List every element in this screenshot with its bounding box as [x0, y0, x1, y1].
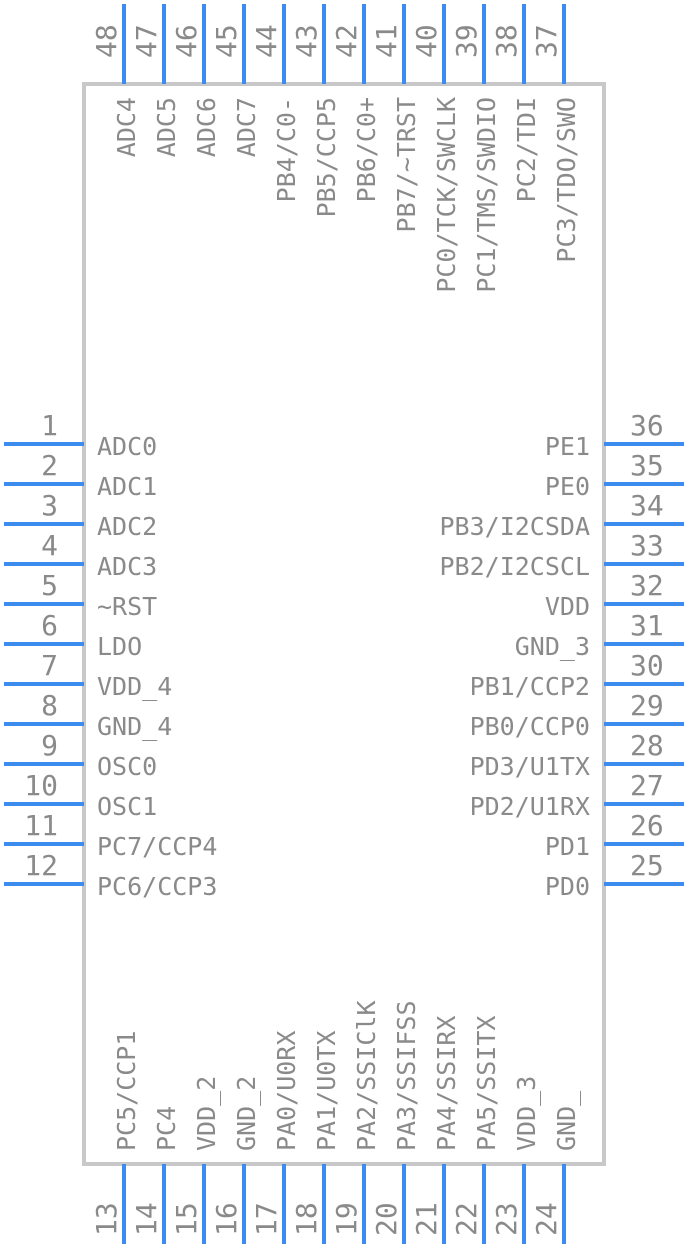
pin-number-8: 8 [41, 689, 58, 722]
pin-label-17: PA0/U0RX [272, 1031, 301, 1151]
pin-number-35: 35 [630, 449, 664, 482]
pin-label-9: OSC0 [97, 752, 157, 781]
pin-label-41: PB7/~TRST [392, 97, 421, 232]
pin-label-7: VDD_4 [97, 672, 172, 701]
pin-label-27: PD2/U1RX [470, 792, 590, 821]
pin-label-3: ADC2 [97, 512, 157, 541]
pin-label-6: LDO [97, 632, 142, 661]
pin-number-38: 38 [490, 24, 523, 58]
pin-number-10: 10 [24, 769, 58, 802]
pin-label-31: GND_3 [515, 632, 590, 661]
pin-label-25: PD0 [545, 872, 590, 901]
pin-label-12: PC6/CCP3 [97, 872, 217, 901]
pin-number-15: 15 [170, 1202, 203, 1236]
pin-label-30: PB1/CCP2 [470, 672, 590, 701]
pin-number-3: 3 [41, 489, 58, 522]
pin-number-14: 14 [130, 1202, 163, 1236]
pin-number-20: 20 [370, 1202, 403, 1236]
pin-number-6: 6 [41, 609, 58, 642]
pin-label-15: VDD_2 [192, 1076, 221, 1151]
pin-label-28: PD3/U1TX [470, 752, 590, 781]
pin-number-7: 7 [41, 649, 58, 682]
pin-label-18: PA1/U0TX [312, 1031, 341, 1151]
pin-number-24: 24 [530, 1202, 563, 1236]
pin-label-2: ADC1 [97, 472, 157, 501]
pin-number-17: 17 [250, 1202, 283, 1236]
pin-label-22: PA5/SSITX [472, 1016, 501, 1151]
pin-label-8: GND_4 [97, 712, 172, 741]
pin-number-44: 44 [250, 24, 283, 58]
pin-label-35: PE0 [545, 472, 590, 501]
pin-number-34: 34 [630, 489, 664, 522]
pin-number-32: 32 [630, 569, 664, 602]
pin-number-23: 23 [490, 1202, 523, 1236]
chip-body [82, 82, 606, 1166]
pin-label-19: PA2/SSIClK [352, 1000, 381, 1151]
pin-number-16: 16 [210, 1202, 243, 1236]
pin-number-39: 39 [450, 24, 483, 58]
pin-number-41: 41 [370, 24, 403, 58]
pin-number-18: 18 [290, 1202, 323, 1236]
pin-label-39: PC1/TMS/SWDIO [472, 97, 501, 293]
pin-number-36: 36 [630, 409, 664, 442]
pin-label-34: PB3/I2CSDA [439, 512, 590, 541]
pin-number-21: 21 [410, 1202, 443, 1236]
pin-label-20: PA3/SSIFSS [392, 1000, 421, 1151]
pin-number-42: 42 [330, 24, 363, 58]
pin-number-13: 13 [90, 1202, 123, 1236]
pin-label-24: GND_ [552, 1090, 581, 1151]
pin-number-2: 2 [41, 449, 58, 482]
pin-number-12: 12 [24, 849, 58, 882]
pin-number-27: 27 [630, 769, 664, 802]
pin-label-44: PB4/C0- [272, 97, 301, 202]
pin-label-43: PB5/CCP5 [312, 97, 341, 217]
pin-number-33: 33 [630, 529, 664, 562]
pin-number-37: 37 [530, 24, 563, 58]
pin-label-16: GND_2 [232, 1076, 261, 1151]
pin-label-38: PC2/TDI [512, 97, 541, 202]
pin-label-21: PA4/SSIRX [432, 1016, 461, 1151]
pin-number-46: 46 [170, 24, 203, 58]
pin-label-48: ADC4 [112, 97, 141, 157]
pin-label-1: ADC0 [97, 432, 157, 461]
pin-number-30: 30 [630, 649, 664, 682]
pin-label-5: ~RST [97, 592, 157, 621]
pin-label-23: VDD_3 [512, 1076, 541, 1151]
pin-label-46: ADC6 [192, 97, 221, 157]
pin-label-29: PB0/CCP0 [470, 712, 590, 741]
pin-label-4: ADC3 [97, 552, 157, 581]
pin-number-4: 4 [41, 529, 58, 562]
pin-label-42: PB6/C0+ [352, 97, 381, 202]
pin-number-43: 43 [290, 24, 323, 58]
pin-number-47: 47 [130, 24, 163, 58]
pin-label-37: PC3/TDO/SWO [552, 97, 581, 263]
pin-label-13: PC5/CCP1 [112, 1031, 141, 1151]
pin-number-45: 45 [210, 24, 243, 58]
pin-label-14: PC4 [152, 1106, 181, 1151]
pin-group: 1ADC02ADC13ADC24ADC35~RST6LDO7VDD_48GND_… [4, 4, 684, 1244]
pin-number-26: 26 [630, 809, 664, 842]
pin-label-11: PC7/CCP4 [97, 832, 217, 861]
pin-label-32: VDD [545, 592, 590, 621]
pin-label-47: ADC5 [152, 97, 181, 157]
pin-number-25: 25 [630, 849, 664, 882]
pin-number-29: 29 [630, 689, 664, 722]
pin-label-33: PB2/I2CSCL [439, 552, 590, 581]
pin-number-1: 1 [41, 409, 58, 442]
pin-label-40: PC0/TCK/SWCLK [432, 97, 461, 293]
pin-number-28: 28 [630, 729, 664, 762]
pin-number-48: 48 [90, 24, 123, 58]
pin-number-9: 9 [41, 729, 58, 762]
pin-number-40: 40 [410, 24, 443, 58]
pin-label-10: OSC1 [97, 792, 157, 821]
pin-number-22: 22 [450, 1202, 483, 1236]
pin-number-19: 19 [330, 1202, 363, 1236]
pin-label-26: PD1 [545, 832, 590, 861]
pin-number-31: 31 [630, 609, 664, 642]
pin-number-5: 5 [41, 569, 58, 602]
pin-label-45: ADC7 [232, 97, 261, 157]
pin-number-11: 11 [24, 809, 58, 842]
pin-label-36: PE1 [545, 432, 590, 461]
